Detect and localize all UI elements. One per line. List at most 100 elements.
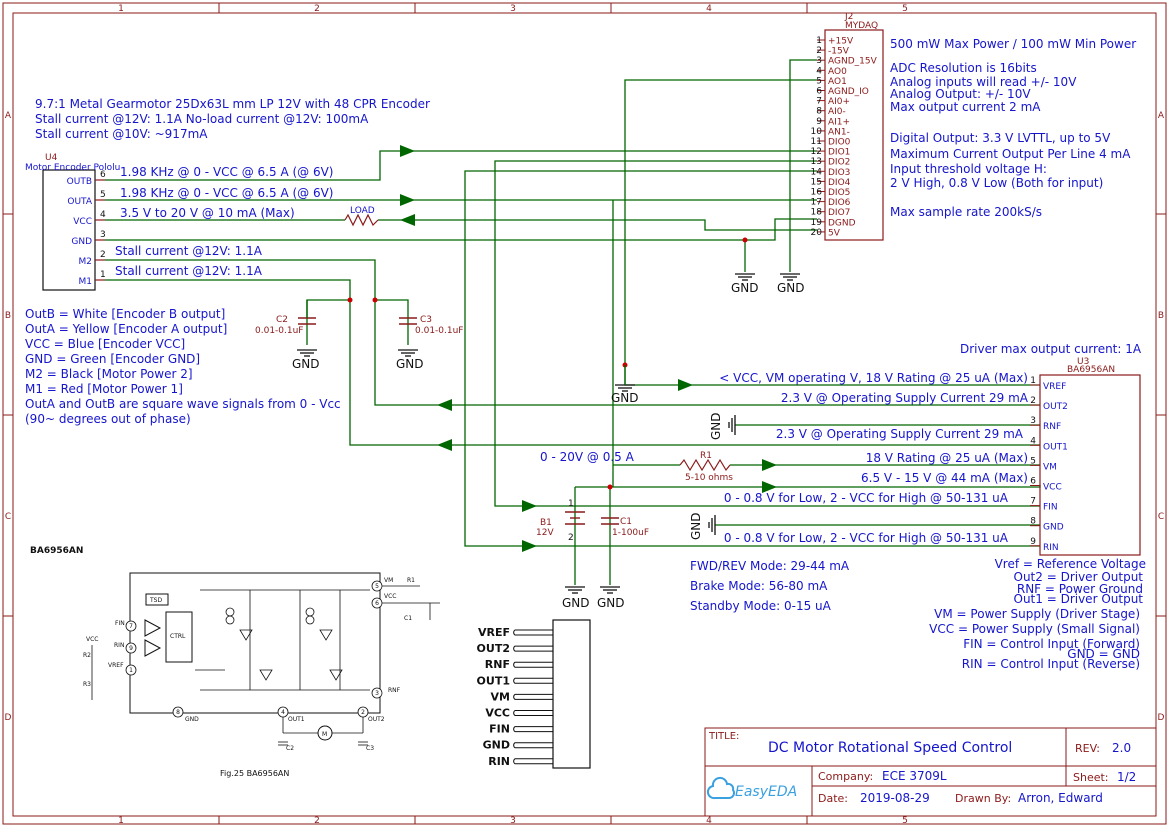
driver-name: BA6956AN (1067, 365, 1115, 375)
package-pin-label: VM (491, 690, 510, 703)
battery-b1[interactable] (565, 511, 585, 525)
fig-label: C2 (286, 745, 294, 752)
capacitor-c2[interactable] (298, 300, 316, 325)
driver-pin-num: 3 (1030, 416, 1036, 426)
mydaq-pin-num: 10 (811, 127, 823, 137)
mydaq-pin-num: 2 (816, 46, 822, 56)
arrow-right (762, 481, 777, 493)
fig-pin: 6 (375, 600, 379, 607)
wire-m2 (105, 259, 1040, 406)
arrow-left (400, 214, 415, 226)
mydaq-pin-name: DIO1 (828, 148, 850, 158)
outb-note: 1.98 KHz @ 0 - VCC @ 6.5 A (@ 6V) (120, 165, 334, 179)
motor-pin-num: 4 (100, 210, 106, 220)
driver-pin-name: OUT1 (1043, 442, 1068, 452)
mydaq-pin-num: 18 (811, 208, 823, 218)
junction-dot (372, 297, 378, 303)
motor-legend: OutB = White [Encoder B output] OutA = Y… (25, 307, 341, 426)
package-pin-label: VCC (485, 707, 510, 720)
outa-note: 1.98 KHz @ 0 - VCC @ 6.5 A (@ 6V) (120, 186, 334, 200)
package-pin-lead (513, 758, 553, 765)
wire-dgnd (745, 218, 817, 241)
col-label-bottom-1: 1 (118, 816, 124, 826)
fig-pin: 2 (361, 709, 365, 716)
rev-label: REV: (1075, 742, 1100, 755)
frame-labels: 1 2 3 4 5 1 2 3 4 5 A B C D A B C D (5, 4, 1165, 826)
mydaq-pin-num: 8 (816, 107, 822, 117)
legend-line: (90~ degrees out of phase) (25, 412, 191, 426)
motor-pin-name: VCC (73, 217, 92, 227)
capacitor-c1[interactable] (601, 517, 619, 525)
fig-label: R2 (83, 652, 91, 659)
mydaq-note: ADC Resolution is 16bits (890, 61, 1037, 75)
c1-ref: C1 (620, 517, 632, 527)
gnd-label: GND (777, 281, 805, 295)
resistor-r1[interactable]: R1 5-10 ohms (679, 451, 733, 483)
motor-encoder-u4[interactable]: U4 Motor Encoder Pololu OUTB OUTA VCC GN… (25, 153, 334, 291)
capacitor-c3[interactable] (399, 317, 417, 325)
rev-value: 2.0 (1112, 741, 1131, 755)
fig-pin: 4 (281, 709, 285, 716)
mydaq-pin-num: 15 (811, 177, 822, 187)
driver-pin-num: 5 (1030, 456, 1036, 466)
mydaq-pin-name: DIO0 (828, 138, 851, 148)
col-label-bottom-5: 5 (902, 816, 908, 826)
col-label-bottom-3: 3 (510, 816, 516, 826)
package-pin-label: VREF (478, 626, 510, 639)
arrows (400, 145, 777, 552)
mydaq-pin-num: 16 (811, 188, 823, 198)
motor-pin-num: 2 (100, 250, 106, 260)
ground-symbol (297, 349, 317, 357)
mydaq-pin-name: AI1+ (828, 117, 850, 127)
package-pin-lead (513, 742, 553, 749)
row-label-left-c: C (5, 512, 11, 522)
rin-note: 0 - 0.8 V for Low, 2 - VCC for High @ 50… (724, 531, 1009, 545)
wires (105, 59, 1041, 585)
fig-label: RNF (388, 687, 401, 694)
mydaq-pin-num: 19 (811, 218, 823, 228)
driver-pin-num: 9 (1030, 537, 1036, 547)
driver-legend-line: VM = Power Supply (Driver Stage) (934, 607, 1140, 621)
fig-label: M (322, 731, 327, 738)
motor-header-line: 9.7:1 Metal Gearmotor 25Dx63L mm LP 12V … (35, 97, 430, 111)
ground-symbol (398, 349, 418, 357)
mydaq-pin-name: DIO5 (828, 188, 850, 198)
motor-pin-num: 5 (100, 190, 106, 200)
mydaq-pin-name: +15V (828, 37, 854, 47)
driver-pin-num: 6 (1030, 477, 1036, 487)
vm-note: 18 V Rating @ 25 uA (Max) (866, 451, 1028, 465)
driver-pin-name: VREF (1043, 382, 1066, 392)
driver-legend-line: FIN = Control Input (Forward) (963, 637, 1140, 651)
gnd-label: GND (562, 596, 590, 610)
row-label-left-d: D (5, 713, 12, 723)
gnd-label: GND (597, 596, 625, 610)
row-label-left-a: A (5, 111, 12, 121)
col-label-top-4: 4 (706, 4, 712, 14)
load-resistor[interactable]: LOAD (344, 206, 379, 227)
ground-symbols (297, 273, 800, 594)
mydaq-pin-name: AI0- (828, 107, 846, 117)
legend-line: M1 = Red [Motor Power 1] (25, 382, 183, 396)
sheet-label: Sheet: (1073, 771, 1109, 784)
r1-ref: R1 (700, 451, 712, 461)
ground-symbol (735, 273, 755, 281)
vref-note: < VCC, VM operating V, 18 V Rating @ 25 … (719, 371, 1028, 385)
driver-legend-line: RNF = Power Ground (1017, 582, 1143, 596)
mydaq-pin-num: 4 (816, 66, 822, 76)
mydaq-note: Max sample rate 200kS/s (890, 205, 1042, 219)
mydaq-pin-num: 5 (816, 76, 822, 86)
mode-line: FWD/REV Mode: 29-44 mA (690, 559, 850, 573)
driver-u3[interactable]: U3 BA6956AN 1VREF2OUT23RNF4OUT15VM6VCC7F… (1030, 357, 1141, 556)
ground-symbol (708, 515, 716, 535)
mydaq-pin-num: 11 (811, 137, 822, 147)
gnd-label: GND (689, 512, 703, 540)
package-pin-label: RNF (485, 658, 510, 671)
mydaq-pin-name: AN1- (828, 127, 850, 137)
row-label-right-a: A (1158, 111, 1165, 121)
fig-pin: 9 (129, 645, 133, 652)
arrow-right (522, 500, 537, 512)
junction-dot (347, 297, 353, 303)
package-pin-label: GND (483, 739, 510, 752)
package-pin-label: OUT1 (477, 674, 510, 687)
